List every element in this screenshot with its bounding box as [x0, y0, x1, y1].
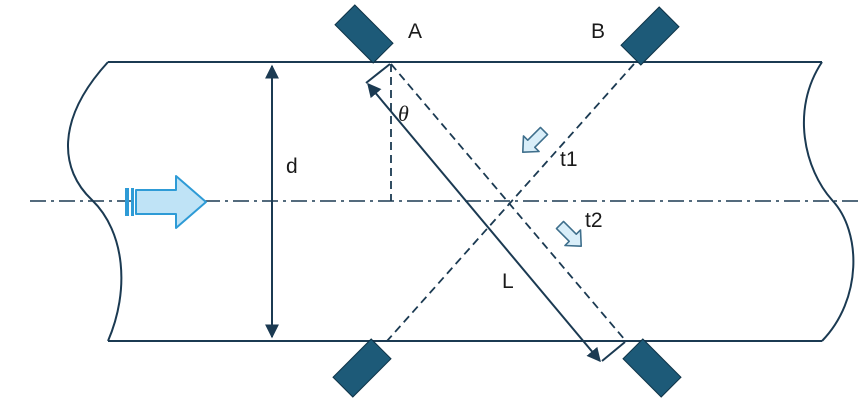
sensor-bottom-right-transducer [622, 338, 682, 398]
label-angle: θ [398, 101, 409, 126]
signal-path-a-to-bottom [390, 63, 626, 341]
pipe-right-break [802, 61, 855, 342]
label-time-2: t2 [585, 209, 603, 232]
path-length-arrow [367, 82, 601, 363]
signal-direction-arrow-icon [555, 220, 583, 248]
label-time-1: t1 [560, 148, 578, 171]
sensor-a-transducer [334, 4, 394, 64]
path-length-tick-top [365, 63, 391, 84]
flow-direction-arrow-icon [125, 175, 207, 229]
label-diameter: d [286, 155, 298, 178]
label-path-length: L [502, 270, 514, 293]
sensor-bottom-left-transducer [332, 338, 392, 398]
sensor-b-transducer [620, 6, 680, 66]
pipe-left-break [67, 61, 123, 342]
signal-direction-arrow-icon [521, 126, 549, 154]
signal-path-b-to-bottom [386, 63, 635, 342]
label-sensor-a: A [408, 20, 422, 43]
label-sensor-b: B [591, 20, 605, 43]
path-length-tick-bottom [601, 341, 626, 362]
